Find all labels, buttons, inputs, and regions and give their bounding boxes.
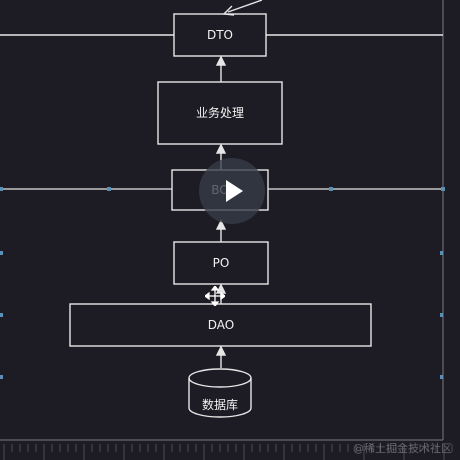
arrow-up-icon xyxy=(215,143,227,154)
node-business-label: 业务处理 xyxy=(196,105,244,120)
node-dto-box[interactable] xyxy=(173,13,267,57)
selection-handle[interactable] xyxy=(440,375,443,379)
arrow-up-icon xyxy=(215,345,227,356)
node-po-box[interactable] xyxy=(173,241,269,285)
selection-handle[interactable] xyxy=(329,187,333,191)
database-top[interactable] xyxy=(188,368,252,388)
node-database-label: 数据库 xyxy=(202,397,238,412)
node-dto-label: DTO xyxy=(207,28,233,42)
node-dto[interactable]: DTO xyxy=(173,13,267,57)
selection-handle[interactable] xyxy=(0,375,3,379)
watermark: @稀土掘金技术社区 xyxy=(353,442,452,455)
bottom-ruler xyxy=(3,444,453,460)
selection-handles[interactable] xyxy=(0,187,445,379)
video-play-button[interactable] xyxy=(199,158,265,224)
incoming-arrow xyxy=(222,0,263,16)
arrow-up-icon xyxy=(215,55,227,66)
selection-handle[interactable] xyxy=(0,187,3,191)
arrow-up-icon xyxy=(215,219,227,230)
node-dao-box[interactable] xyxy=(69,303,372,347)
node-database[interactable]: 数据库 xyxy=(188,368,252,418)
node-business[interactable]: 业务处理 xyxy=(157,81,283,145)
selection-handle[interactable] xyxy=(440,251,443,255)
node-dao-label: DAO xyxy=(208,318,234,332)
selection-handle[interactable] xyxy=(0,251,3,255)
selection-handle[interactable] xyxy=(440,313,443,317)
node-po[interactable]: PO xyxy=(173,241,269,285)
selection-handle[interactable] xyxy=(0,313,3,317)
move-cursor-icon xyxy=(205,286,225,306)
incoming-arrow-line xyxy=(227,0,263,13)
frame-lines xyxy=(0,0,444,441)
node-po-label: PO xyxy=(213,256,230,270)
selection-handle[interactable] xyxy=(441,187,445,191)
node-dao[interactable]: DAO xyxy=(69,303,372,347)
selection-handle[interactable] xyxy=(107,187,111,191)
play-icon xyxy=(226,180,243,202)
node-business-box[interactable] xyxy=(157,81,283,145)
database-body[interactable] xyxy=(188,378,252,418)
